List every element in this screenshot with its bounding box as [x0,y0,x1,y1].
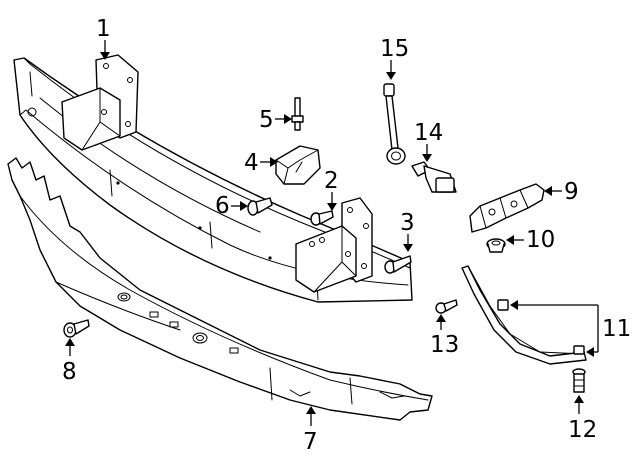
bolt-part-3 [384,255,412,274]
bolt-part-6 [247,197,273,216]
callout-2: 2 [324,168,339,211]
stud-bolt-part-5 [291,97,304,131]
bracket-part-4 [275,145,321,185]
clip-nut-part-10 [486,238,506,253]
callout-13: 13 [430,314,459,358]
callout-14: 14 [414,120,443,162]
impact-bar-reinforcement [13,54,413,303]
callout-15: 15 [380,36,409,80]
energy-absorber [7,157,433,421]
callout-4: 4 [244,150,278,176]
guide-bracket-part-9 [469,183,545,233]
svg-text:6: 6 [215,193,230,219]
callout-7: 7 [303,406,318,455]
svg-text:13: 13 [430,332,459,358]
callout-10: 10 [506,227,555,253]
callout-9: 9 [544,179,579,205]
callout-3: 3 [400,210,415,252]
bolt-part-2 [310,210,334,226]
svg-text:2: 2 [324,168,339,194]
svg-text:15: 15 [380,36,409,62]
bolt-part-13 [435,299,458,314]
svg-text:7: 7 [303,429,318,455]
svg-text:9: 9 [564,179,579,205]
bolt-part-12 [572,368,586,393]
strap-part-15 [383,83,406,165]
svg-text:10: 10 [526,227,555,253]
svg-text:4: 4 [244,150,259,176]
callout-11: 11 [510,300,631,357]
svg-text:12: 12 [568,417,597,443]
svg-text:8: 8 [62,359,77,385]
callout-8: 8 [62,338,77,385]
callout-5: 5 [259,107,292,133]
svg-text:5: 5 [259,107,274,133]
callout-12: 12 [568,395,597,443]
svg-text:3: 3 [400,210,415,236]
callout-1: 1 [96,16,111,60]
harness-bracket-part-11 [461,265,587,365]
connector-part-14 [411,161,457,193]
svg-text:1: 1 [96,16,111,42]
bolt-part-8 [63,319,90,338]
svg-text:14: 14 [414,120,443,146]
svg-text:11: 11 [602,316,631,342]
callout-6: 6 [215,193,248,219]
